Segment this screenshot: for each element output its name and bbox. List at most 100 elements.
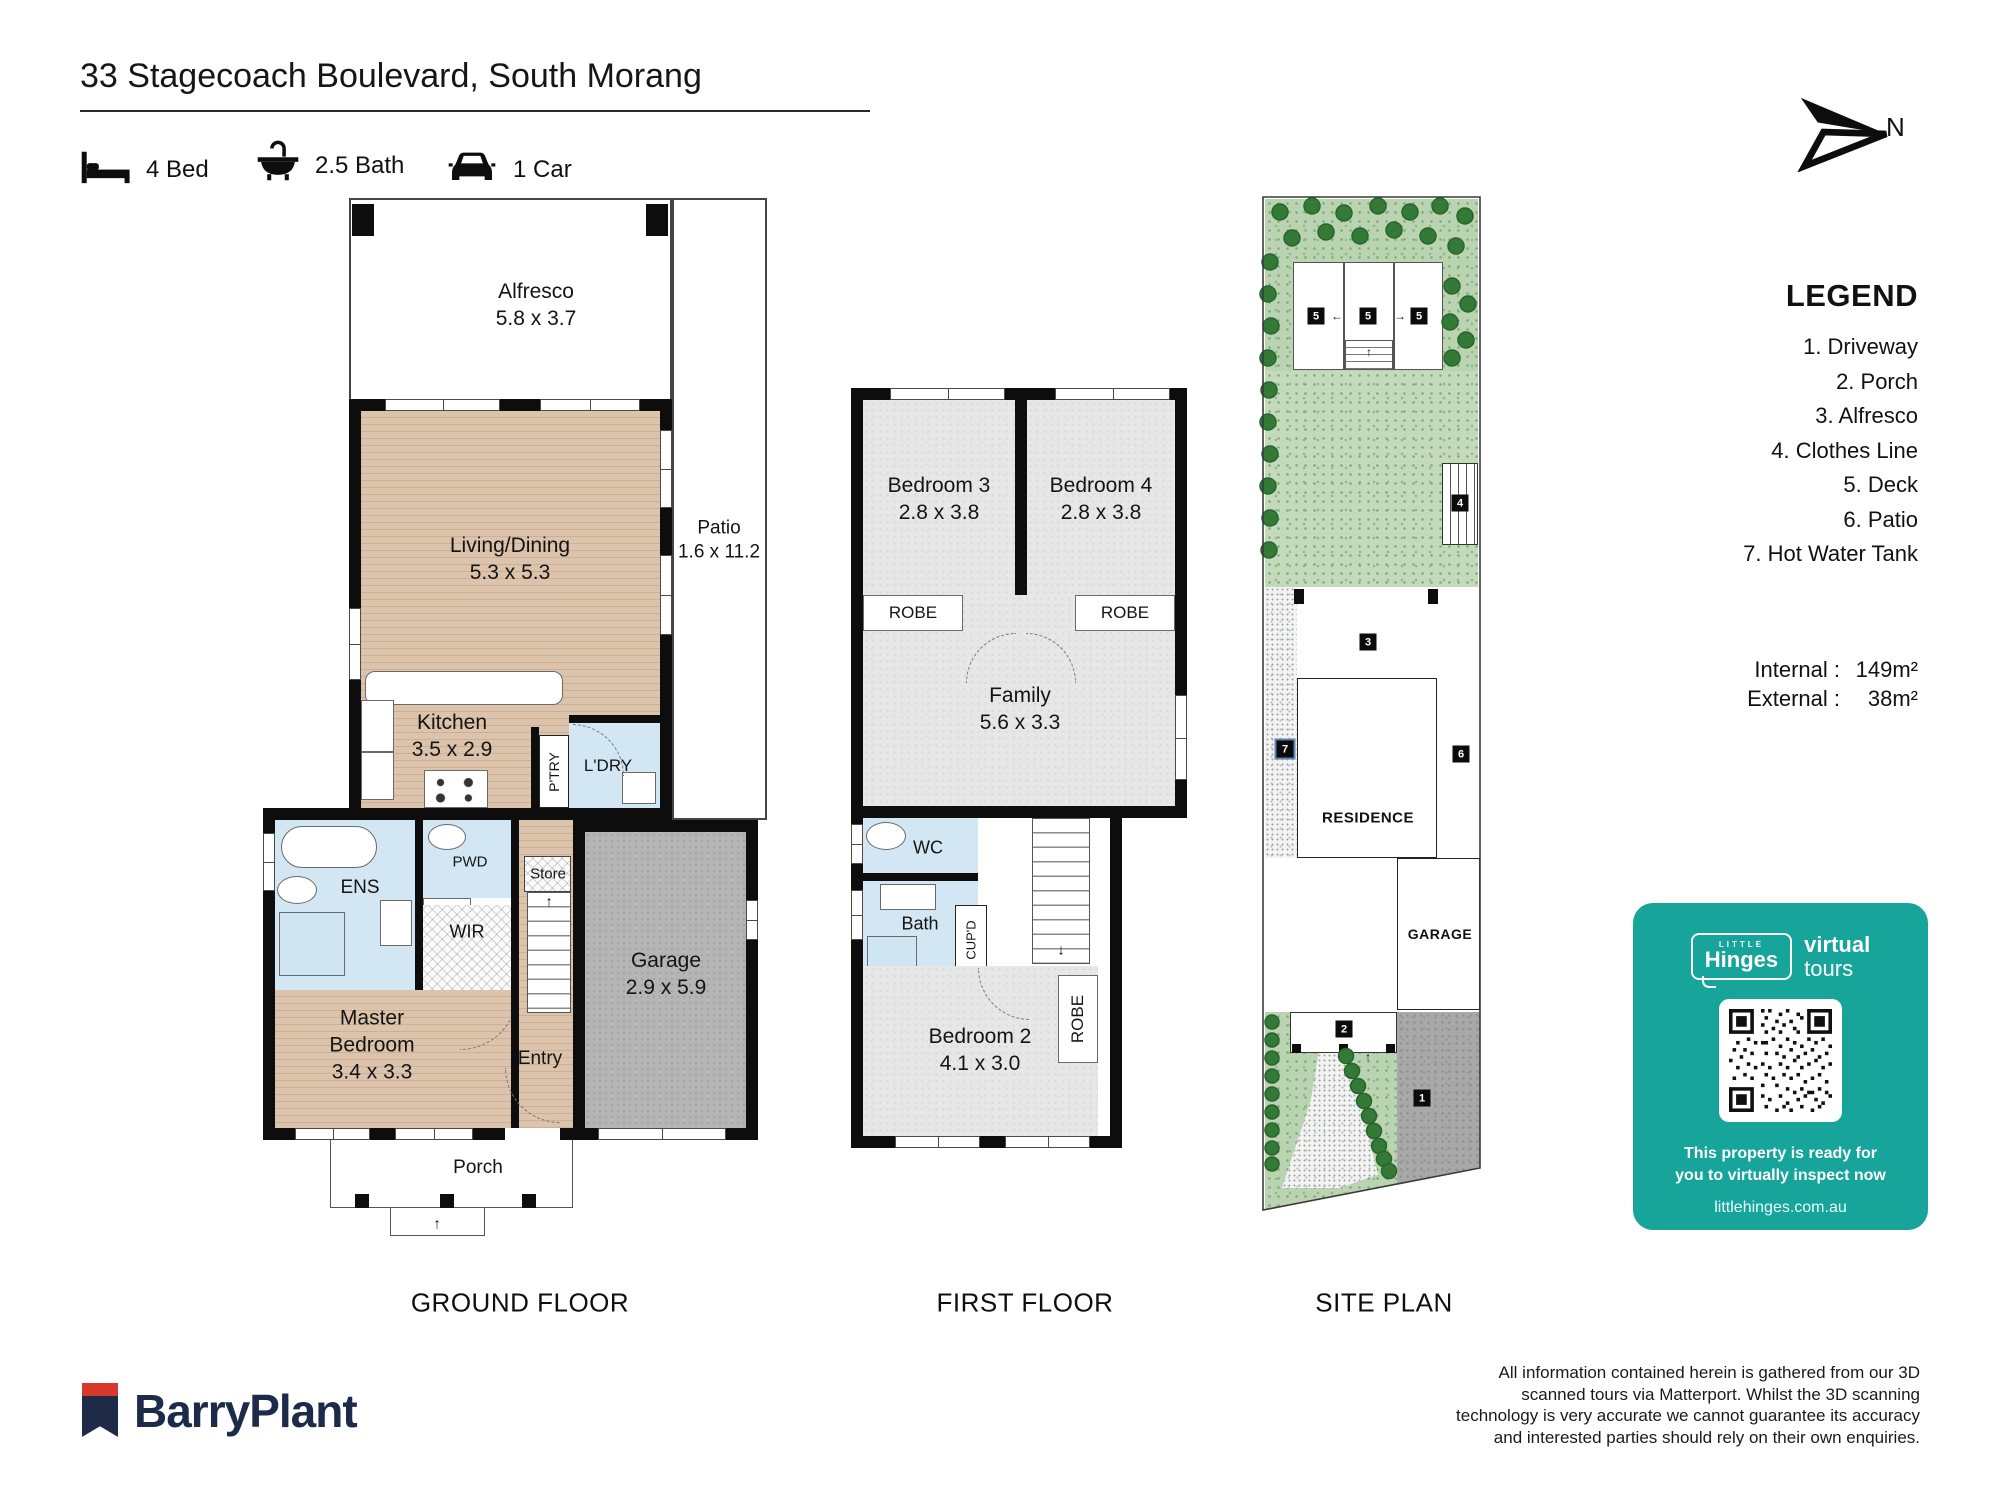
room-garage xyxy=(585,832,746,1128)
porch-post xyxy=(1292,1044,1301,1053)
wall xyxy=(569,715,660,723)
site-side-path xyxy=(1265,587,1297,858)
external-area-row: External :38m² xyxy=(1747,686,1918,711)
robe4-label: ROBE xyxy=(1100,603,1150,623)
bath-icon xyxy=(255,138,301,193)
window xyxy=(660,555,672,635)
wall xyxy=(531,727,539,808)
room-bedroom3 xyxy=(863,400,1015,595)
room-pantry xyxy=(539,735,569,808)
porch-post xyxy=(440,1194,454,1208)
marker-alfresco: 3 xyxy=(1359,633,1377,651)
up-arrow-icon xyxy=(433,1217,441,1232)
window xyxy=(851,824,863,864)
window xyxy=(263,833,275,891)
bed-icon xyxy=(80,146,132,193)
window xyxy=(1175,695,1187,780)
north-arrow-icon xyxy=(1795,92,1890,177)
kitchen-counter xyxy=(365,671,563,705)
room-cupboard xyxy=(955,905,987,975)
card-url[interactable]: littlehinges.com.au xyxy=(1714,1199,1847,1216)
legend-item: 4. Clothes Line xyxy=(1771,437,1918,463)
site-garage xyxy=(1397,858,1480,1010)
garage-door xyxy=(598,1128,726,1140)
window xyxy=(295,1128,370,1140)
laundry-tub xyxy=(622,772,656,804)
qr-code[interactable] xyxy=(1719,999,1842,1122)
kitchen-cooktop xyxy=(424,770,488,808)
window xyxy=(1055,388,1170,400)
toilet xyxy=(428,824,466,850)
virtual-tour-card[interactable]: LITTLE Hinges virtual tours xyxy=(1633,903,1928,1230)
marker-deck: 5 xyxy=(1410,307,1428,325)
robe2-label: ROBE xyxy=(1068,994,1087,1044)
legend-item: 6. Patio xyxy=(1843,506,1918,532)
master-label: Master Bedroom 3.4 x 3.3 xyxy=(329,1006,415,1084)
robe-bedroom4 xyxy=(1075,595,1175,631)
window xyxy=(746,900,758,940)
barryplant-wordmark: BarryPlant xyxy=(134,1385,358,1437)
window xyxy=(385,399,500,411)
porch-post xyxy=(355,1194,369,1208)
marker-patio: 6 xyxy=(1452,745,1470,763)
window xyxy=(895,1136,980,1148)
site-pillar xyxy=(1428,589,1438,604)
legend-title: LEGEND xyxy=(1785,278,1918,313)
marker-deck: 5 xyxy=(1307,307,1325,325)
marker-deck: 5 xyxy=(1359,307,1377,325)
toilet xyxy=(866,822,906,850)
door-opening xyxy=(505,1128,560,1140)
window xyxy=(890,388,1005,400)
shower xyxy=(279,912,345,976)
legend-item: 5. Deck xyxy=(1843,472,1918,497)
porch-post xyxy=(1386,1044,1395,1053)
room-master-bedroom xyxy=(275,990,511,1128)
bathtub xyxy=(281,826,377,868)
card-tagline-2: you to virtually inspect now xyxy=(1675,1167,1886,1184)
porch-label: Porch xyxy=(453,1156,503,1178)
barryplant-bookmark-logo xyxy=(82,1383,118,1437)
bath-label: Bath xyxy=(901,913,939,934)
down-arrow-icon xyxy=(1057,943,1065,958)
robe3-label: ROBE xyxy=(888,603,938,623)
legend-item: 7. Hot Water Tank xyxy=(1743,541,1918,566)
first-floor-label: FIRST FLOOR xyxy=(936,1287,1114,1318)
area-summary: Internal :149m² External :38m² xyxy=(1600,655,1918,713)
powder-label: PWD xyxy=(452,853,488,871)
room-store xyxy=(524,856,571,892)
up-arrow-icon xyxy=(545,895,553,910)
store-label: Store xyxy=(530,865,566,883)
legend-item: 1. Driveway xyxy=(1803,334,1918,359)
stairs-down xyxy=(1032,818,1090,964)
robe-bedroom3 xyxy=(863,595,963,631)
porch-step xyxy=(390,1208,485,1236)
stairs-up xyxy=(527,892,571,1013)
alfresco-pillar xyxy=(352,204,374,236)
cupboard-label: CUP'D xyxy=(963,920,979,960)
toilet xyxy=(277,876,317,904)
marker-driveway: 1 xyxy=(1413,1089,1431,1107)
alfresco-pillar xyxy=(646,204,668,236)
porch-post xyxy=(522,1194,536,1208)
card-tagline-1: This property is ready for xyxy=(1684,1145,1877,1162)
marker-hot-water-tank: 7 xyxy=(1274,738,1296,760)
legend-item: 3. Alfresco xyxy=(1815,403,1918,428)
window xyxy=(349,608,361,680)
kitchen-fridge xyxy=(361,752,394,800)
site-residence-label: RESIDENCE xyxy=(1321,809,1415,827)
car-icon xyxy=(445,146,499,193)
hinges-logo-box: LITTLE Hinges xyxy=(1690,933,1793,988)
window xyxy=(540,399,640,411)
room-living-dining xyxy=(361,411,660,691)
legend-item: 2. Porch xyxy=(1836,368,1918,394)
wir-label: WIR xyxy=(449,921,485,942)
